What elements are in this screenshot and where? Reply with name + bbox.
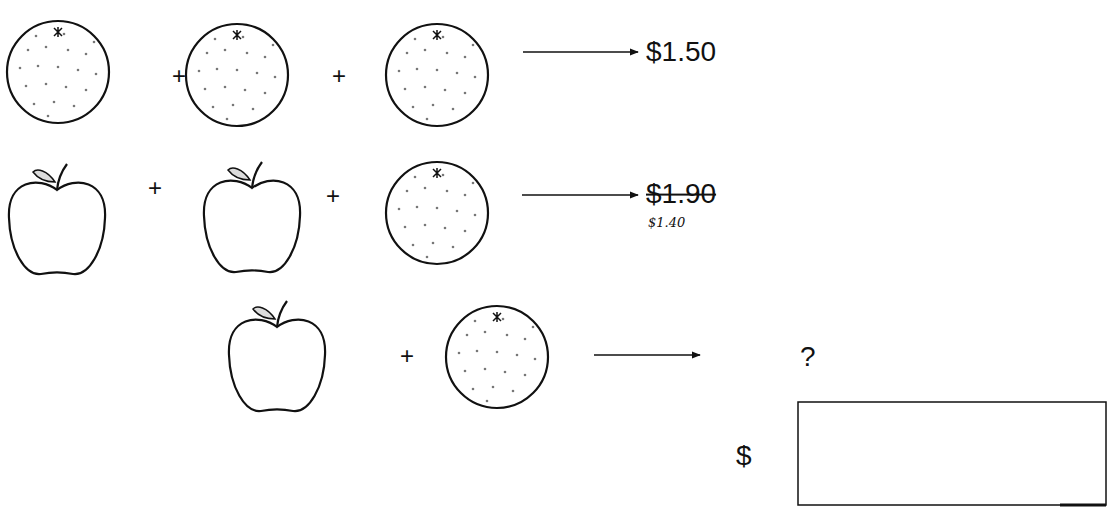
handwritten-price: $1.40 <box>648 215 685 230</box>
label-holder: + <box>148 175 162 201</box>
label-holder: $1.90 <box>646 179 716 210</box>
label-holder: + <box>172 63 186 89</box>
price: $1.50 <box>646 36 716 67</box>
label-holder: $1.50 <box>646 37 716 68</box>
plus-sign: + <box>326 182 340 209</box>
plus-sign: + <box>400 342 414 369</box>
label-holder: ? <box>800 342 816 373</box>
answer-box <box>798 402 1106 505</box>
label-holder: + <box>332 63 346 89</box>
currency-sign: $ <box>736 440 752 471</box>
plus-sign: + <box>332 62 346 89</box>
plus-sign: + <box>172 62 186 89</box>
label-holder: $1.40 <box>648 213 685 231</box>
question-mark: ? <box>800 341 816 372</box>
label-holder: $ <box>736 441 752 472</box>
arrow <box>522 194 638 196</box>
crossed-price: $1.90 <box>646 178 716 209</box>
label-holder: + <box>400 343 414 369</box>
arrow <box>594 354 700 356</box>
arrow <box>523 51 638 53</box>
label-holder: + <box>326 183 340 209</box>
plus-sign: + <box>148 174 162 201</box>
